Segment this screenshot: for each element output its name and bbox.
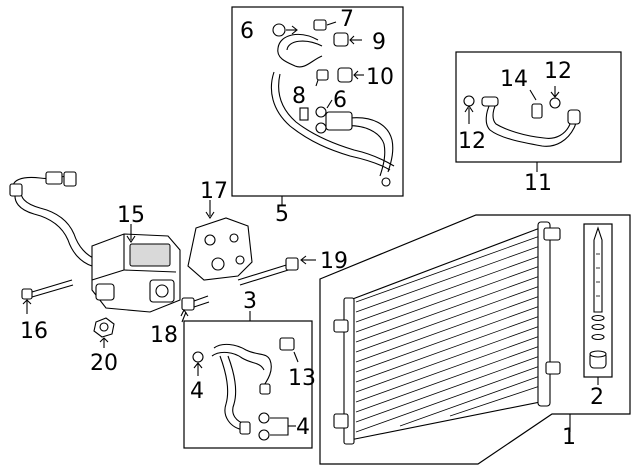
callout-13: 13 [288, 366, 316, 391]
callout-20: 20 [90, 351, 118, 376]
cap-9 [333, 32, 349, 47]
callout-17: 17 [200, 179, 228, 204]
callout-19: 19 [320, 249, 348, 274]
tube-group-11: 12 14 12 11 [455, 51, 622, 196]
callout-12-right: 12 [544, 59, 572, 84]
o-ring-6-lower [315, 106, 327, 118]
valve-14 [531, 103, 543, 119]
callout-4-right: 4 [296, 415, 310, 440]
callout-18: 18 [150, 323, 178, 348]
o-ring-12-left [463, 95, 475, 107]
hose-group-5: 6 7 9 10 8 6 5 [231, 6, 404, 227]
o-ring-4-b [258, 429, 270, 441]
valve-8 [316, 69, 329, 81]
callout-8: 8 [292, 84, 306, 109]
callout-6-top: 6 [240, 19, 254, 44]
bolt-16: 16 [20, 279, 74, 344]
callout-6-lower: 6 [333, 88, 347, 113]
o-ring-4-left [192, 351, 204, 363]
callout-7: 7 [340, 7, 354, 32]
callout-16: 16 [20, 319, 48, 344]
callout-15: 15 [117, 203, 145, 228]
callout-4-left: 4 [190, 379, 204, 404]
callout-9: 9 [372, 30, 386, 55]
callout-2: 2 [590, 385, 604, 410]
stud-19: 19 [237, 249, 348, 286]
nut-20: 20 [90, 317, 118, 376]
o-ring-6-top [272, 23, 286, 37]
drier-kit-2: 2 [583, 223, 613, 410]
condenser-fins [355, 235, 541, 433]
callout-10: 10 [366, 65, 394, 90]
bolt-18: 18 [150, 295, 210, 348]
callout-14: 14 [500, 67, 528, 92]
cap-10 [337, 67, 353, 83]
o-ring-4-a [258, 412, 270, 424]
condenser-1: 1 [319, 214, 631, 465]
callout-11: 11 [524, 171, 552, 196]
callout-12-left: 12 [458, 129, 486, 154]
bracket-17: 17 [187, 179, 253, 281]
compressor-15: 15 [9, 171, 181, 313]
valve-13 [279, 337, 295, 351]
callout-1: 1 [562, 425, 576, 450]
o-ring-12-right [549, 97, 561, 109]
valve-core-7 [313, 19, 327, 31]
callout-3: 3 [243, 289, 257, 314]
callout-5: 5 [275, 202, 289, 227]
hose-group-3: 3 4 13 4 [183, 289, 316, 449]
